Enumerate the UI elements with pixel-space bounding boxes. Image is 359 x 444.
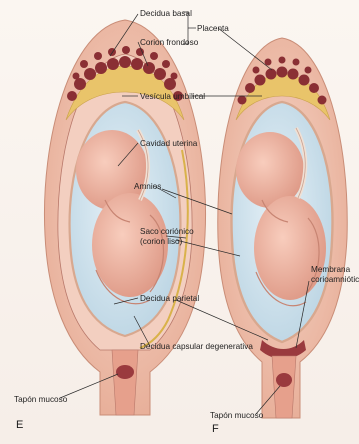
label-decidua-parietal: Decidua parietal — [140, 294, 199, 303]
label-saco-corionico: Saco coriónico — [140, 227, 194, 236]
left-uterus — [44, 20, 205, 415]
label-decidua-basal: Decidua basal — [140, 9, 192, 18]
label-corioamniotica: corioamniótica — [311, 275, 359, 284]
right-mucous-plug — [276, 373, 292, 387]
right-uterus — [218, 38, 347, 418]
label-membrana: Membrana — [311, 265, 351, 274]
label-vesicula-umbilical: Vesícula umbilical — [140, 92, 205, 101]
label-amnios: Amnios — [134, 182, 161, 191]
label-placenta: Placenta — [197, 24, 229, 33]
label-corion-frondoso: Corion frondoso — [140, 38, 199, 47]
left-cervix — [112, 350, 138, 415]
label-cavidad-uterina: Cavidad uterina — [140, 139, 198, 148]
label-tapon-mucoso-left: Tapón mucoso — [14, 395, 68, 404]
left-mucous-plug — [116, 365, 134, 379]
panel-letter-e: E — [16, 419, 23, 431]
label-tapon-mucoso-right: Tapón mucoso — [210, 411, 264, 420]
panel-letter-f: F — [212, 423, 219, 435]
label-corion-liso: (corion liso) — [140, 237, 183, 246]
label-decidua-capsular: Decidua capsular degenerativa — [140, 342, 253, 351]
